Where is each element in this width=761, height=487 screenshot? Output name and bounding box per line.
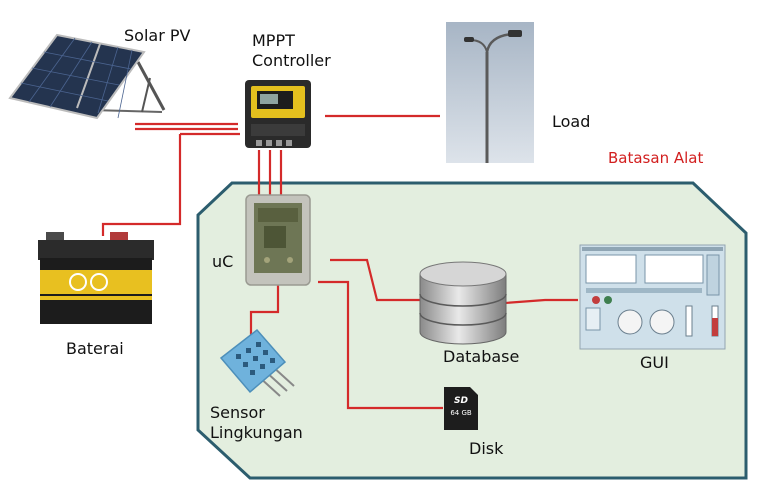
label-solar-pv: Solar PV	[124, 26, 191, 45]
sd-card-icon: SD 64 GB	[444, 387, 478, 430]
humidity-sensor-icon	[219, 328, 295, 397]
sd-card-capacity: 64 GB	[450, 409, 472, 417]
gui-screenshot-icon	[579, 244, 726, 350]
label-baterai: Baterai	[66, 339, 124, 358]
database-cylinder-icon	[419, 261, 507, 345]
wires	[101, 114, 578, 410]
car-battery-icon	[38, 232, 154, 324]
label-database: Database	[443, 347, 520, 366]
microcontroller-board-icon	[245, 194, 311, 286]
mppt-controller-icon	[245, 80, 311, 148]
label-disk: Disk	[469, 439, 504, 458]
label-sensor-line1: Sensor	[210, 403, 265, 422]
street-lamp-icon	[446, 22, 534, 163]
solar-panel-icon	[8, 33, 166, 120]
label-sensor-line2: Lingkungan	[210, 423, 303, 442]
label-uc: uC	[212, 252, 234, 271]
label-mppt-line2: Controller	[252, 51, 331, 70]
label-mppt-line1: MPPT	[252, 31, 295, 50]
label-load: Load	[552, 112, 591, 131]
label-gui: GUI	[640, 353, 669, 372]
label-boundary: Batasan Alat	[608, 149, 704, 167]
sd-card-logo: SD	[454, 396, 468, 406]
